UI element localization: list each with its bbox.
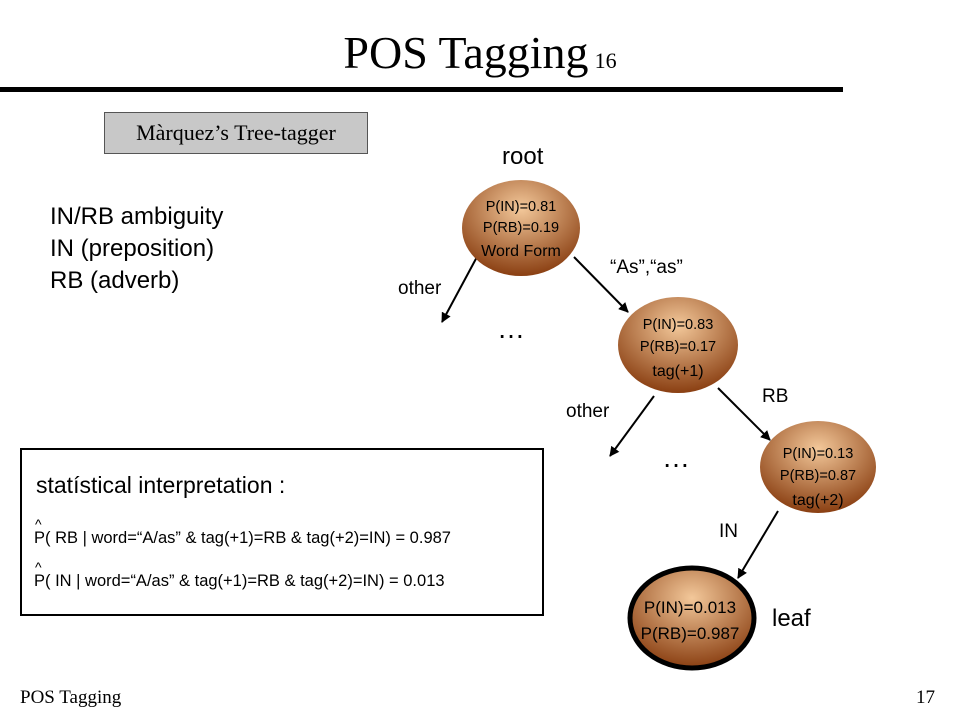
root-node-prob-in: P(IN)=0.81	[486, 199, 557, 215]
title-underline	[0, 87, 843, 92]
ellipsis-2: …	[662, 442, 690, 473]
formula-rb-text: P( RB | word=“A/as” & tag(+1)=RB & tag(+…	[34, 529, 451, 547]
edge-n2-in	[737, 510, 779, 579]
ambiguity-line-1: IN/RB ambiguity	[50, 203, 224, 230]
tree-node-tag-plus-2	[760, 421, 876, 513]
hat-symbol: ^	[35, 516, 42, 532]
footer-title: POS Tagging	[20, 687, 122, 708]
ambiguity-line-2: IN (preposition)	[50, 235, 215, 262]
edge-n1-other	[609, 395, 655, 457]
node-texts: P(IN)=0.81 P(RB)=0.19 Word Form P(IN)=0.…	[481, 199, 856, 643]
tree-node-tag-plus-1	[618, 297, 738, 393]
root-node-feature: Word Form	[481, 243, 561, 260]
edge-labels: root leaf other “As”,“as” other RB IN … …	[398, 143, 811, 632]
root-label: root	[502, 143, 544, 170]
n2-node-feature: tag(+2)	[792, 492, 843, 509]
formula-in: ^ P( IN | word=“A/as” & tag(+1)=RB & tag…	[34, 559, 445, 591]
hat-symbol: ^	[35, 559, 42, 575]
edge-label-n2-in: IN	[719, 521, 738, 542]
footer-page-number: 17	[916, 687, 935, 708]
n2-node-prob-rb: P(RB)=0.87	[780, 468, 856, 484]
formula-in-text: P( IN | word=“A/as” & tag(+1)=RB & tag(+…	[34, 572, 445, 590]
slide-title-number: 16	[594, 48, 617, 73]
edge-n1-rb	[717, 387, 771, 441]
n1-node-prob-rb: P(RB)=0.17	[640, 339, 716, 355]
edge-label-root-as: “As”,“as”	[610, 257, 683, 278]
ellipsis-1: …	[497, 313, 525, 344]
edge-label-n1-rb: RB	[762, 386, 788, 407]
leaf-node-prob-in: P(IN)=0.013	[644, 598, 736, 617]
n1-node-prob-in: P(IN)=0.83	[643, 317, 714, 333]
edge-label-n1-other: other	[566, 401, 610, 422]
edge-label-root-other: other	[398, 278, 442, 299]
n2-node-prob-in: P(IN)=0.13	[783, 446, 854, 462]
slide-title-text: POS Tagging	[343, 27, 589, 78]
statistical-interpretation-box: statístical interpretation : ^ P( RB | w…	[20, 448, 544, 616]
tree-tagger-badge: Màrquez’s Tree-tagger	[104, 112, 368, 154]
leaf-node-prob-rb: P(RB)=0.987	[641, 624, 740, 643]
ambiguity-line-3: RB (adverb)	[50, 267, 180, 294]
root-node-prob-rb: P(RB)=0.19	[483, 220, 559, 236]
n1-node-feature: tag(+1)	[652, 363, 703, 380]
leaf-label: leaf	[772, 605, 811, 632]
tree-node-leaf	[627, 565, 757, 671]
interpretation-title: statístical interpretation :	[36, 472, 286, 498]
edge-root-as	[573, 256, 629, 313]
edge-root-other	[441, 254, 479, 323]
tree-node-root	[462, 180, 580, 276]
formula-rb: ^ P( RB | word=“A/as” & tag(+1)=RB & tag…	[34, 516, 451, 548]
